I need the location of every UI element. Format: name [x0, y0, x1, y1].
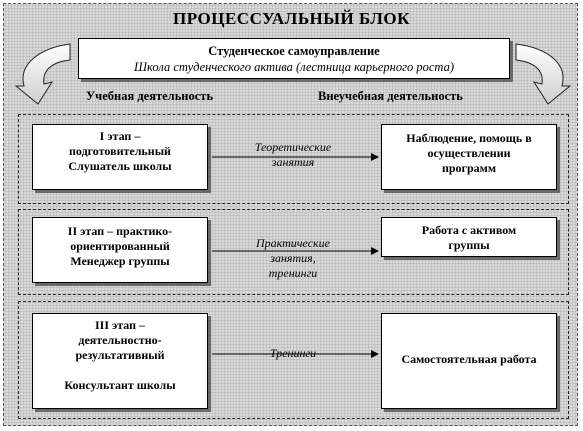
stage-2-right-line: группы	[448, 238, 490, 252]
stage-1-left-line: Слушатель школы	[68, 159, 172, 173]
stage-3-middle-line: Тренинги	[269, 346, 317, 360]
stage-2-middle-line: тренинги	[268, 266, 318, 280]
stage-1-right-line: осуществлении	[427, 146, 511, 160]
stage-2-right-box: Работа с активом группы	[381, 217, 557, 257]
stage-2-middle-line: занятия,	[270, 251, 316, 265]
right-curved-arrow-icon	[515, 43, 572, 105]
stage-2-right-line: Работа с активом	[421, 223, 517, 237]
stage-1-right-line: Наблюдение, помощь в	[406, 131, 532, 145]
stage-2-left-line: ориентированный	[70, 239, 170, 253]
academic-activity-label: Учебная деятельность	[86, 89, 214, 103]
stage-1-middle-line: занятия	[271, 155, 315, 169]
stage-1-panel	[18, 114, 569, 204]
stage-3-right-box: Самостоятельная работа	[381, 313, 557, 409]
stage-1-left-line: подготовительный	[69, 144, 171, 158]
stage-3-right-line: Самостоятельная работа	[401, 352, 537, 366]
stage-2-panel	[18, 209, 569, 295]
top-box-line1: Студенческое самоуправление	[208, 44, 380, 58]
student-self-government-box: Студенческое самоуправление Школа студен…	[78, 38, 510, 79]
stage-2-middle-label: Практические занятия, тренинги	[218, 236, 368, 281]
stage-1-right-line: программ	[441, 161, 497, 175]
stage-2-left-line: II этап – практико-	[67, 224, 173, 238]
stage-3-left-line: результативный	[75, 348, 165, 362]
stage-2-left-line: Менеджер группы	[70, 254, 170, 268]
diagram-title: ПРОЦЕССУАЛЬНЫЙ БЛОК	[173, 9, 410, 28]
stage-3-left-line: Консультант школы	[64, 378, 176, 392]
stage-1-middle-line: Теоретические	[254, 140, 332, 154]
stage-1-left-box: I этап – подготовительный Слушатель школ…	[32, 124, 208, 190]
top-box-line2: Школа студенческого актива (лестница кар…	[134, 60, 454, 74]
stage-1-left-line: I этап –	[99, 129, 141, 143]
left-curved-arrow-icon	[14, 43, 71, 105]
stage-3-panel	[18, 301, 569, 419]
stage-3-left-box: III этап – деятельностно- результативный…	[32, 313, 208, 409]
stage-2-left-box: II этап – практико- ориентированный Мене…	[32, 217, 208, 283]
stage-3-left-line: деятельностно-	[78, 333, 162, 347]
extracurricular-activity-label: Внеучебная деятельность	[318, 89, 463, 103]
stage-2-middle-line: Практические	[256, 236, 330, 250]
stage-3-middle-label: Тренинги	[218, 346, 368, 361]
stage-1-right-box: Наблюдение, помощь в осуществлении прогр…	[381, 124, 557, 190]
stage-1-middle-label: Теоретические занятия	[218, 140, 368, 170]
stage-3-left-line: III этап –	[95, 318, 145, 332]
